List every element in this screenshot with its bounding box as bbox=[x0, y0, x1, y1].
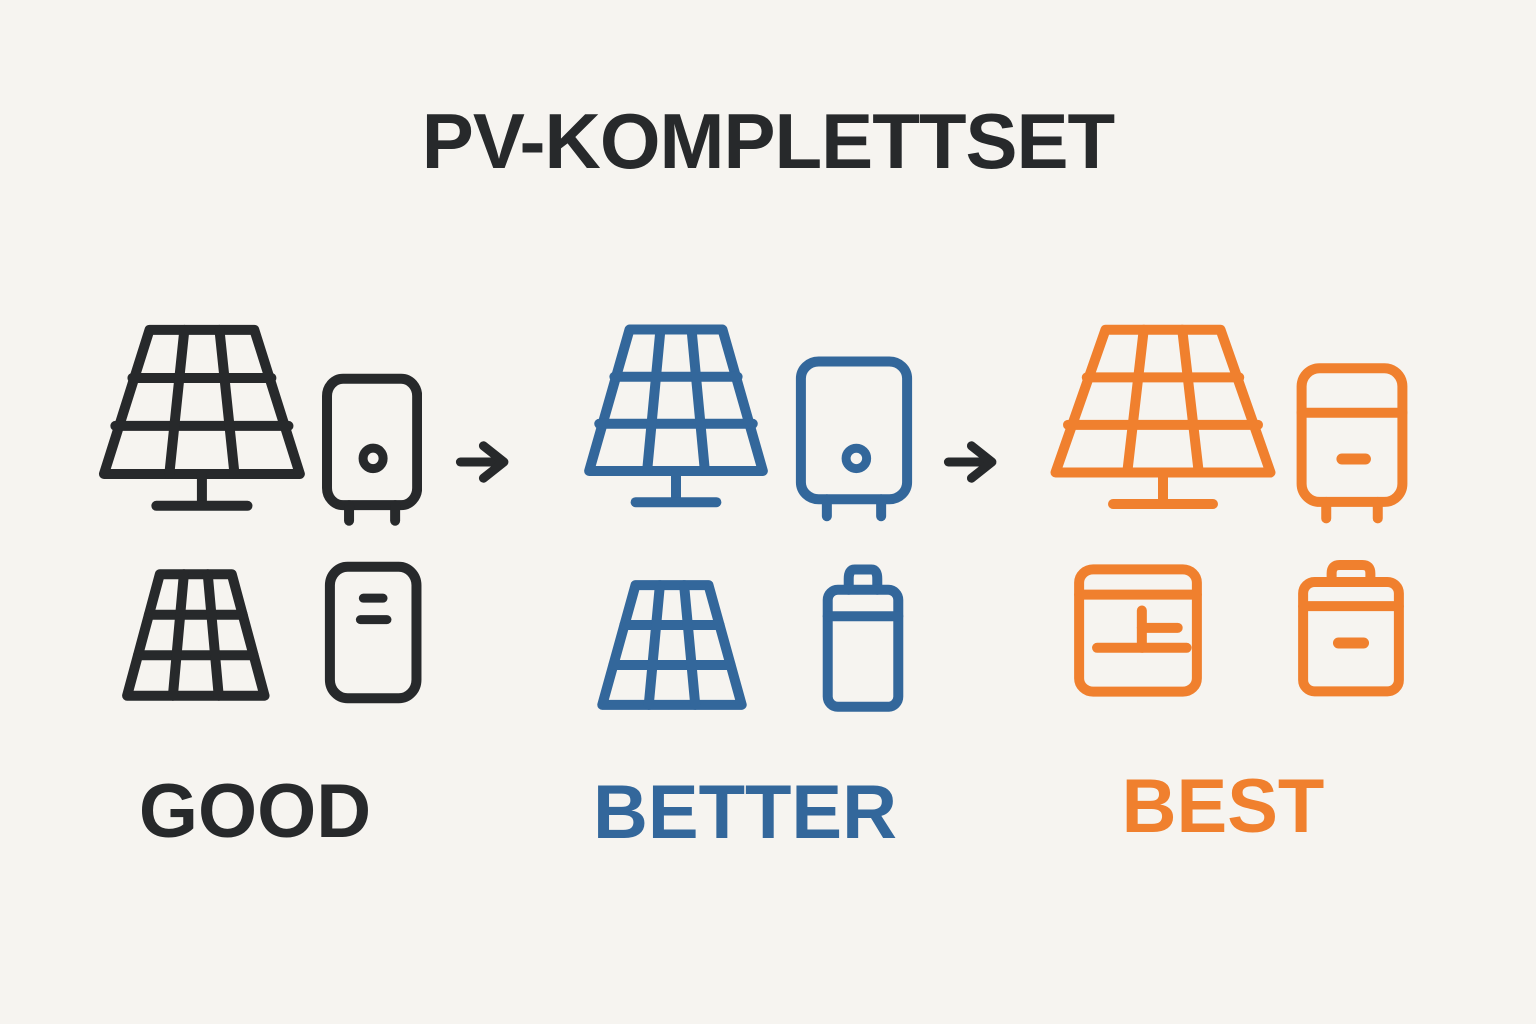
tier-good-label: GOOD bbox=[138, 769, 372, 854]
tier-best-label: BEST bbox=[1121, 764, 1325, 849]
tier-best-top-row bbox=[1038, 315, 1408, 525]
inverter-icon bbox=[322, 371, 422, 527]
battery-storage-icon bbox=[1294, 555, 1408, 697]
inverter-icon bbox=[795, 353, 913, 523]
solar-panel-module-icon bbox=[114, 566, 278, 704]
tier-good: GOOD bbox=[88, 315, 422, 855]
page-title: PV-KOMPLETTSET bbox=[421, 97, 1115, 185]
solar-panel-mounted-icon bbox=[575, 315, 777, 523]
tier-best-bottom-row bbox=[1038, 555, 1408, 697]
tier-good-top-row bbox=[88, 315, 422, 527]
tier-better-top-row bbox=[575, 315, 915, 523]
arrow-right-icon bbox=[942, 438, 1006, 486]
battery-storage-icon bbox=[324, 561, 422, 704]
solar-panel-mounted-icon bbox=[88, 315, 316, 527]
energy-manager-icon bbox=[1074, 564, 1202, 697]
tier-good-bottom-row bbox=[88, 561, 422, 704]
arrow-right-icon bbox=[454, 438, 518, 486]
battery-storage-icon bbox=[821, 557, 905, 713]
tier-better-bottom-row bbox=[575, 557, 915, 713]
smart-inverter-icon bbox=[1296, 360, 1408, 525]
tier-better: BETTER bbox=[575, 315, 915, 856]
solar-panel-mounted-icon bbox=[1038, 315, 1288, 525]
tier-better-label: BETTER bbox=[593, 770, 897, 855]
solar-panel-module-icon bbox=[589, 577, 755, 713]
tier-best: BEST bbox=[1038, 315, 1408, 850]
